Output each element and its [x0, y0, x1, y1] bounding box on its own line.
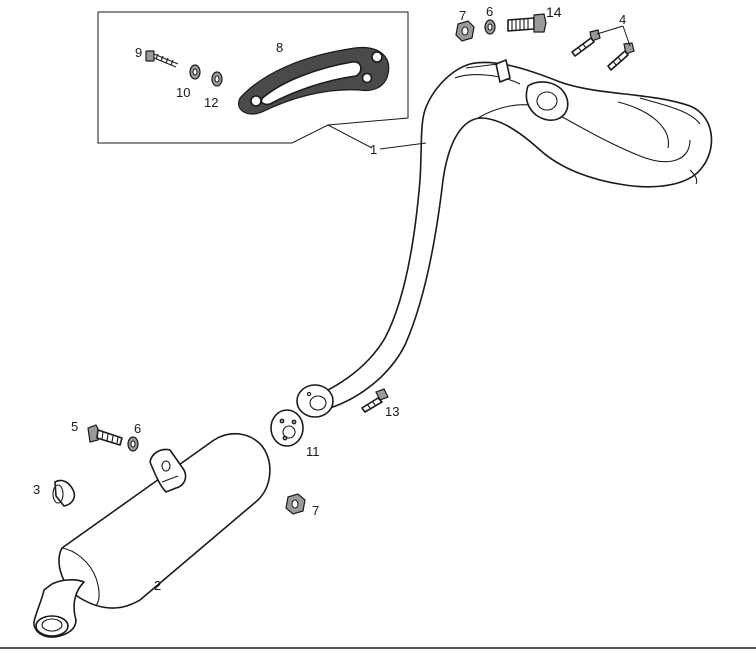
callout-6-left: 6	[134, 421, 141, 436]
bolt-part-14	[507, 13, 547, 33]
callout-8: 8	[276, 40, 283, 55]
callout-7-bottom: 7	[312, 503, 319, 518]
leader-inset-to-pipe	[327, 124, 373, 149]
leader-part-1	[379, 142, 427, 150]
callout-13: 13	[385, 404, 399, 419]
callout-7-top: 7	[459, 8, 466, 23]
screw-part-9	[145, 50, 179, 68]
washer-part-12	[211, 71, 223, 87]
nut-part-7-top	[455, 20, 475, 42]
callout-12: 12	[204, 95, 218, 110]
callout-10: 10	[176, 85, 190, 100]
callout-14: 14	[546, 4, 562, 20]
washer-part-6-left	[127, 436, 139, 452]
heat-shield-part-8	[238, 46, 390, 115]
callout-5: 5	[71, 419, 78, 434]
bolt-part-13	[361, 388, 389, 413]
callout-11: 11	[306, 444, 320, 459]
callout-3: 3	[33, 482, 40, 497]
washer-part-10	[189, 64, 201, 80]
gasket-part-11	[270, 409, 304, 447]
callout-2: 2	[154, 578, 161, 593]
muffler-part-2	[33, 433, 271, 638]
bolt-part-5	[87, 424, 123, 446]
callout-4: 4	[619, 12, 626, 27]
washer-part-6-top	[484, 19, 496, 35]
callout-9: 9	[135, 45, 142, 60]
callout-6-top: 6	[486, 4, 493, 19]
nut-part-7-bottom	[285, 493, 306, 515]
cap-part-3	[52, 479, 76, 507]
callout-1: 1	[370, 142, 377, 157]
bolts-part-4	[571, 25, 635, 71]
exhaust-header-pipe-part-1	[296, 59, 713, 418]
